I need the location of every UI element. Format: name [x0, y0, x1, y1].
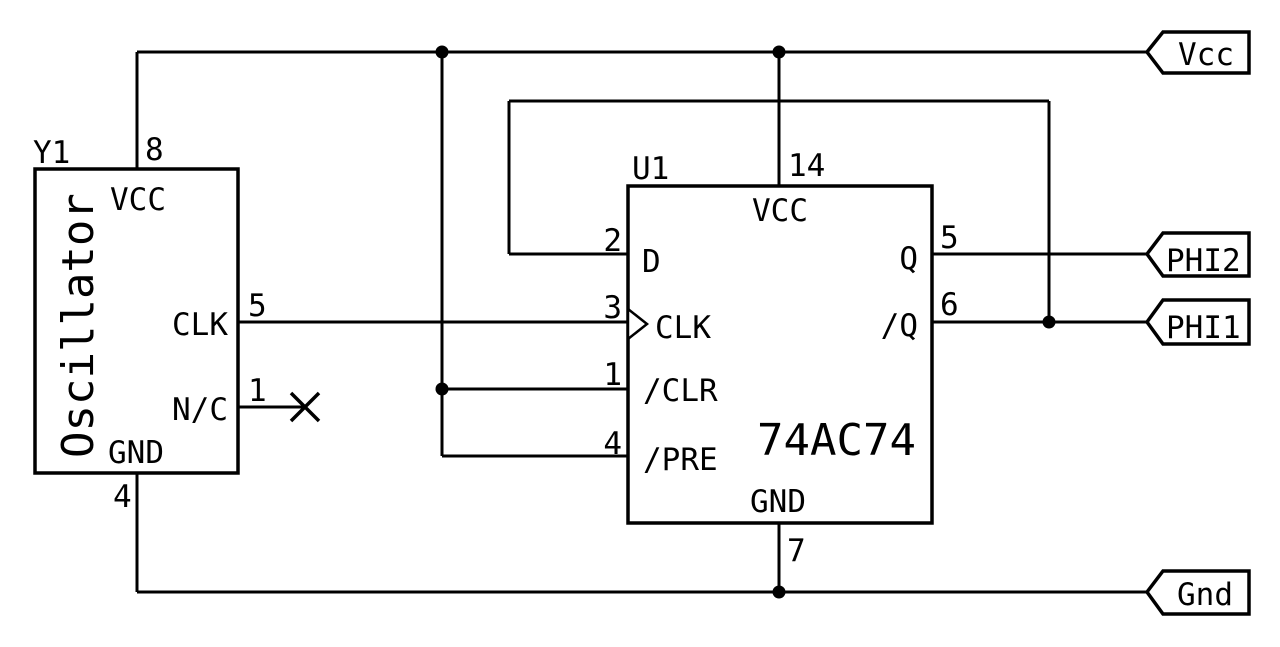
u1-pin-q-name: Q [899, 241, 918, 277]
u1-pin-clk-number: 3 [603, 290, 622, 326]
u1-pin-d-name: D [642, 244, 661, 280]
u1-pin-d-number: 2 [603, 223, 622, 259]
u1-pin-vcc-name: VCC [752, 193, 808, 229]
net-flag-phi1-label: PHI1 [1166, 310, 1241, 346]
junction-dot [1042, 315, 1056, 329]
net-flag-gnd: Gnd [1144, 569, 1251, 616]
net-flag-phi1-shape [1144, 298, 1251, 346]
u1-pin-clr-name: /CLR [643, 373, 718, 409]
no-connect-icon [289, 391, 321, 423]
y1-pin-gnd-name: GND [108, 435, 164, 471]
clock-input-icon [626, 306, 650, 342]
u1-pin-pre-number: 4 [603, 426, 622, 462]
net-flag-phi1: PHI1 [1144, 298, 1251, 346]
u1-pin-clk-name: CLK [655, 310, 711, 346]
net-flag-vcc-label: Vcc [1178, 37, 1234, 73]
y1-pin-nc-name: N/C [172, 392, 228, 428]
y1-pin-clk-number: 5 [248, 288, 267, 324]
component-y1-oscillator: Y1 Oscillator 8 VCC 5 CLK 1 N/C GND 4 [33, 132, 267, 515]
y1-refdes: Y1 [33, 135, 70, 171]
u1-pin-gnd-number: 7 [787, 533, 806, 569]
u1-pin-nq-name: /Q [881, 308, 918, 344]
y1-pin-nc-number: 1 [248, 373, 267, 409]
junction-dot [435, 45, 449, 59]
net-flag-vcc: Vcc [1144, 30, 1251, 75]
y1-pin-gnd-number: 4 [113, 479, 132, 515]
u1-pin-nq-number: 6 [940, 287, 959, 323]
component-u1-74ac74: U1 74AC74 14 VCC 2 D 3 CLK 1 /CLR 4 /PRE… [603, 148, 958, 569]
u1-refdes: U1 [632, 151, 669, 187]
u1-pin-pre-name: /PRE [643, 442, 718, 478]
y1-pin-clk-name: CLK [172, 307, 228, 343]
u1-pin-q-number: 5 [940, 220, 959, 256]
net-flag-phi2-label: PHI2 [1166, 243, 1241, 279]
net-flag-gnd-label: Gnd [1177, 577, 1233, 613]
u1-value: 74AC74 [757, 415, 916, 466]
y1-pin-vcc-name: VCC [110, 182, 166, 218]
u1-pin-gnd-name: GND [750, 484, 806, 520]
junction-dot [772, 585, 786, 599]
net-flag-vcc-shape [1144, 30, 1251, 75]
junctions [435, 45, 1056, 599]
wires [135, 50, 1147, 594]
y1-value: Oscillator [53, 193, 104, 458]
junction-dot [435, 382, 449, 396]
no-connect-x [289, 391, 321, 423]
u1-pin-clr-number: 1 [603, 357, 622, 393]
y1-pin-vcc-number: 8 [145, 132, 164, 168]
junction-dot [772, 45, 786, 59]
y1-body [33, 167, 240, 475]
net-flag-phi2-shape [1144, 231, 1251, 278]
u1-body [626, 184, 934, 525]
u1-pin-vcc-number: 14 [788, 148, 825, 184]
net-flag-phi2: PHI2 [1144, 231, 1251, 279]
net-flag-gnd-shape [1144, 569, 1251, 616]
